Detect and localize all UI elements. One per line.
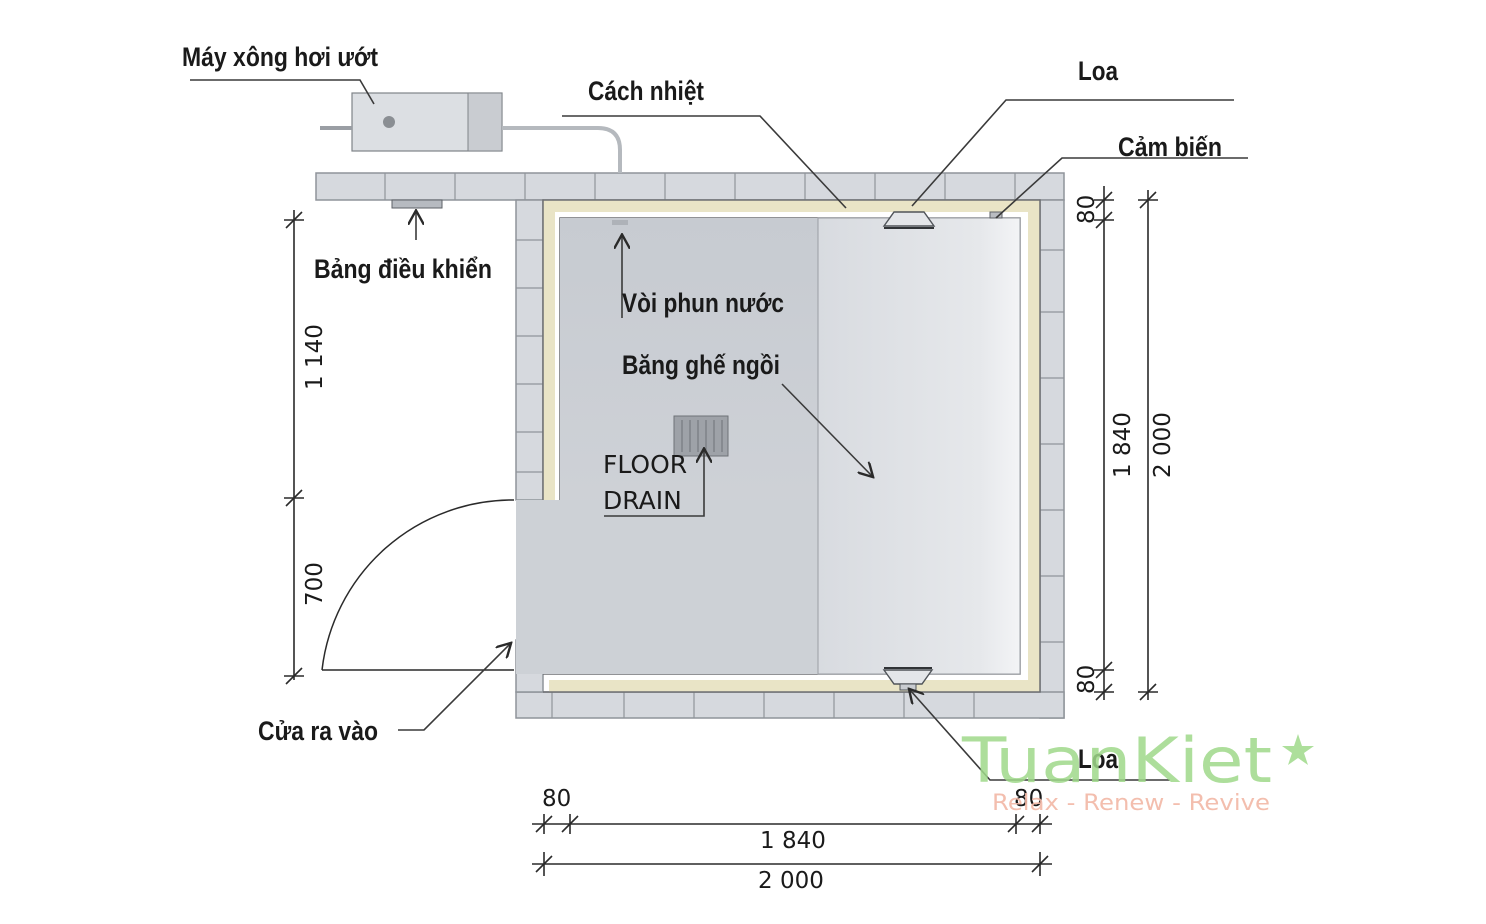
bottom-dimension: [532, 814, 1052, 876]
bench: [817, 217, 1021, 675]
left-dimension: [284, 210, 304, 685]
label-speaker-top: Loa: [1078, 56, 1119, 86]
dim-left-lower: 700: [302, 562, 328, 606]
dim-right-inner: 1 840: [1110, 412, 1136, 478]
bottom-wall: [515, 691, 1065, 719]
top-wall: [315, 172, 1065, 201]
dim-right-top-wall: 80: [1074, 195, 1100, 224]
label-floor-drain-2: DRAIN: [603, 486, 682, 515]
control-panel: [391, 199, 443, 209]
label-insulation: Cách nhiệt: [588, 76, 704, 106]
dim-right-total: 2 000: [1150, 412, 1176, 478]
dim-bottom-total: 2 000: [758, 868, 824, 894]
water-nozzle: [612, 220, 628, 225]
dim-right-bottom-wall: 80: [1074, 665, 1100, 694]
left-wall-bricks: [516, 239, 543, 473]
leader-lines: [190, 79, 1248, 781]
label-nozzle: Vòi phun nước: [622, 288, 784, 318]
watermark-brand: TuanKiet: [961, 724, 1272, 797]
dim-bottom-left-wall: 80: [542, 786, 571, 812]
left-wall: [515, 199, 544, 501]
label-bench: Băng ghế ngồi: [622, 350, 780, 380]
label-speaker-bottom: Loa: [1078, 744, 1119, 774]
insulation-layer: [543, 200, 1040, 692]
bottom-wall-bricks: [551, 692, 975, 718]
top-wall-bricks: [384, 173, 1016, 200]
label-floor-drain-1: FLOOR: [603, 450, 687, 479]
steam-generator: [320, 92, 622, 173]
speaker-top: [882, 211, 936, 229]
label-door: Cửa ra vào: [258, 716, 378, 746]
door-swing: [321, 499, 515, 671]
dim-left-upper: 1 140: [302, 324, 328, 390]
label-control-panel: Bảng điều khiển: [314, 254, 492, 284]
interior-floor-lower: [516, 500, 818, 674]
dim-bottom-right-wall: 80: [1014, 786, 1043, 812]
label-sensor: Cảm biến: [1118, 132, 1222, 162]
right-wall-bricks: [1040, 249, 1064, 643]
star-icon: [1282, 734, 1314, 765]
watermark-tagline: Relax - Renew - Revive: [992, 791, 1270, 816]
brand-watermark: TuanKiet Relax - Renew - Revive: [961, 724, 1314, 816]
right-dimension: [1094, 186, 1158, 701]
dim-bottom-inner: 1 840: [760, 828, 826, 854]
label-steam-generator: Máy xông hơi ướt: [182, 42, 378, 72]
right-wall: [1039, 199, 1065, 719]
